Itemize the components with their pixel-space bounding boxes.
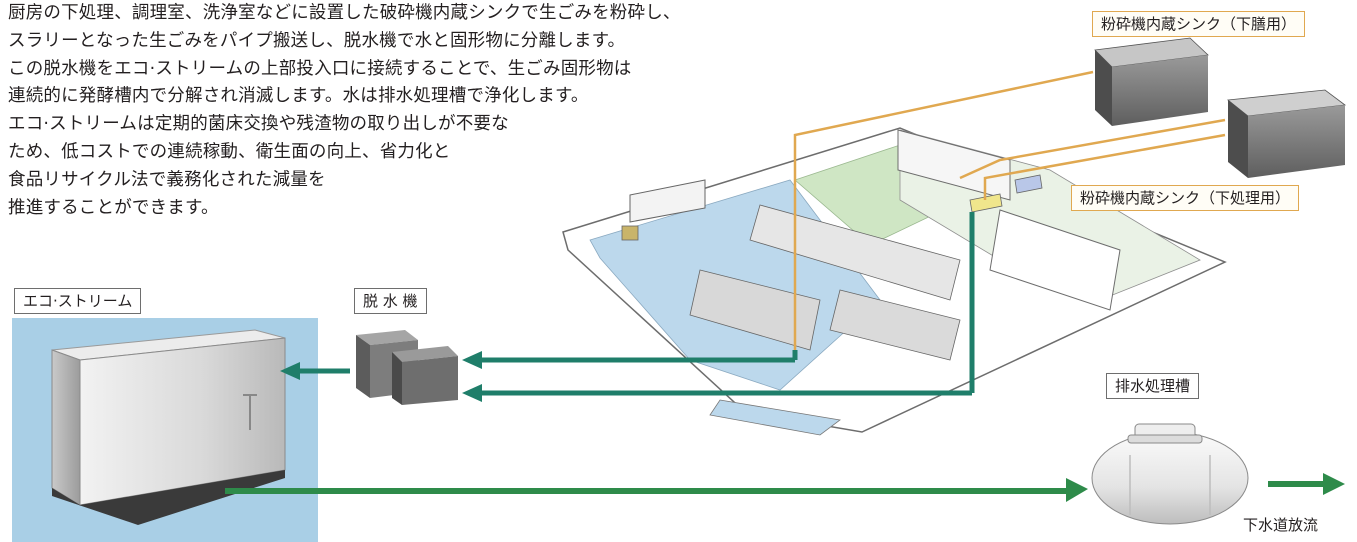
dehydrator-machine	[356, 330, 458, 405]
arrowhead	[1066, 478, 1088, 502]
description-line: エコ·ストリームは定期的菌床交換や残渣物の取り出しが不要な	[8, 114, 509, 135]
ecostream-machine	[51, 329, 286, 525]
description-text: 厨房の下処理、調理室、洗浄室などに設置した破砕機内蔵シンクで生ごみを粉砕し、 ス…	[8, 0, 888, 222]
description-line: 厨房の下処理、調理室、洗浄室などに設置した破砕機内蔵シンクで生ごみを粉砕し、	[8, 3, 681, 23]
description-line: ため、低コストでの連続稼動、衛生面の向上、省力化と	[8, 141, 451, 162]
description-line: この脱水機をエコ·ストリームの上部投入口に接続することで、生ごみ固形物は	[8, 58, 632, 79]
sink-serving-illustration	[1094, 37, 1209, 126]
dehydrator-label: 脱 水 機	[354, 288, 427, 314]
wastewater-tank-illustration	[1091, 423, 1249, 525]
arrowhead	[462, 351, 482, 369]
sewer-discharge-label: 下水道放流	[1243, 516, 1319, 534]
teal-pipe-arrows	[280, 212, 975, 402]
arrowhead	[462, 384, 482, 402]
ecostream-label: エコ·ストリーム	[14, 288, 142, 314]
arrowhead	[1323, 473, 1345, 495]
orange-pipes	[793, 70, 1226, 350]
description-line: スラリーとなった生ごみをパイプ搬送し、脱水機で水と固形物に分離します。	[8, 30, 626, 51]
sink-prep-label: 粉砕機内蔵シンク（下処理用）	[1071, 185, 1300, 211]
description-line: 連続的に発酵槽内で分解され消滅します。水は排水処理槽で浄化します。	[8, 86, 589, 107]
arrowhead	[280, 362, 300, 380]
wastewater-tank-label: 排水処理槽	[1106, 373, 1200, 399]
sink-prep-illustration	[1226, 89, 1347, 178]
green-flow-arrows	[225, 473, 1345, 502]
description-line: 食品リサイクル法で義務化された減量を	[8, 169, 326, 190]
description-line: 推進することができます。	[8, 197, 219, 218]
sink-serving-label: 粉砕機内蔵シンク（下膳用）	[1092, 11, 1306, 37]
